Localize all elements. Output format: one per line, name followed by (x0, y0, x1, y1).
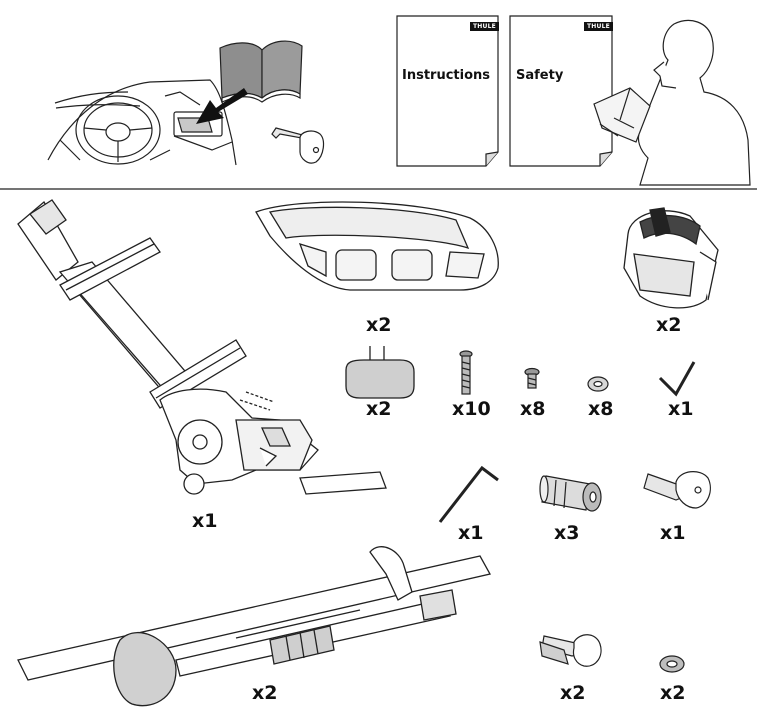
quantity-frame-holder-arm: x2 (252, 682, 278, 704)
quantity-large-hex-key: x1 (458, 522, 484, 544)
instructions-title: Instructions (402, 68, 491, 83)
quantity-wheel-tray: x2 (366, 314, 392, 336)
frame-holder-arm-illustration (17, 546, 491, 707)
long-screw-illustration (459, 350, 473, 395)
lock-cylinder-illustration (539, 475, 602, 512)
quantity-key-pair: x2 (560, 682, 586, 704)
manual-book-icon (219, 40, 303, 103)
rubber-washer-illustration (659, 655, 685, 673)
key-single-illustration (643, 471, 711, 509)
instructions-sheet (396, 15, 499, 167)
quantity-key-single: x1 (660, 522, 686, 544)
quantity-washer: x8 (588, 398, 614, 420)
wheel-tray-illustration (255, 201, 499, 291)
short-bolt-illustration (524, 367, 540, 389)
wheel-strap-holder-illustration (623, 207, 719, 309)
person-reading-illustration (593, 19, 751, 186)
safety-brand-logo: THULE (584, 22, 613, 31)
quantity-wheel-strap-holder: x2 (656, 314, 682, 336)
quantity-small-hex-key: x1 (668, 398, 694, 420)
small-hex-key-illustration (658, 361, 696, 397)
key-icon (271, 127, 325, 164)
quantity-long-screw: x10 (452, 398, 491, 420)
bike-carrier-frame-illustration (17, 199, 387, 495)
instructions-brand-logo: THULE (470, 22, 499, 31)
car-dashboard-illustration (47, 79, 237, 166)
safety-sheet (509, 15, 613, 167)
quantity-rubber-washer: x2 (660, 682, 686, 704)
safety-title: Safety (516, 68, 564, 83)
quantity-short-bolt: x8 (520, 398, 546, 420)
large-hex-key-illustration (438, 465, 499, 523)
key-pair-illustration (539, 634, 602, 667)
quantity-lock-cylinder: x3 (554, 522, 580, 544)
quantity-bike-carrier-frame: x1 (192, 510, 218, 532)
arrow-icon (196, 88, 248, 124)
washer-illustration (587, 376, 609, 392)
end-cap-illustration (345, 346, 415, 399)
quantity-end-cap: x2 (366, 398, 392, 420)
